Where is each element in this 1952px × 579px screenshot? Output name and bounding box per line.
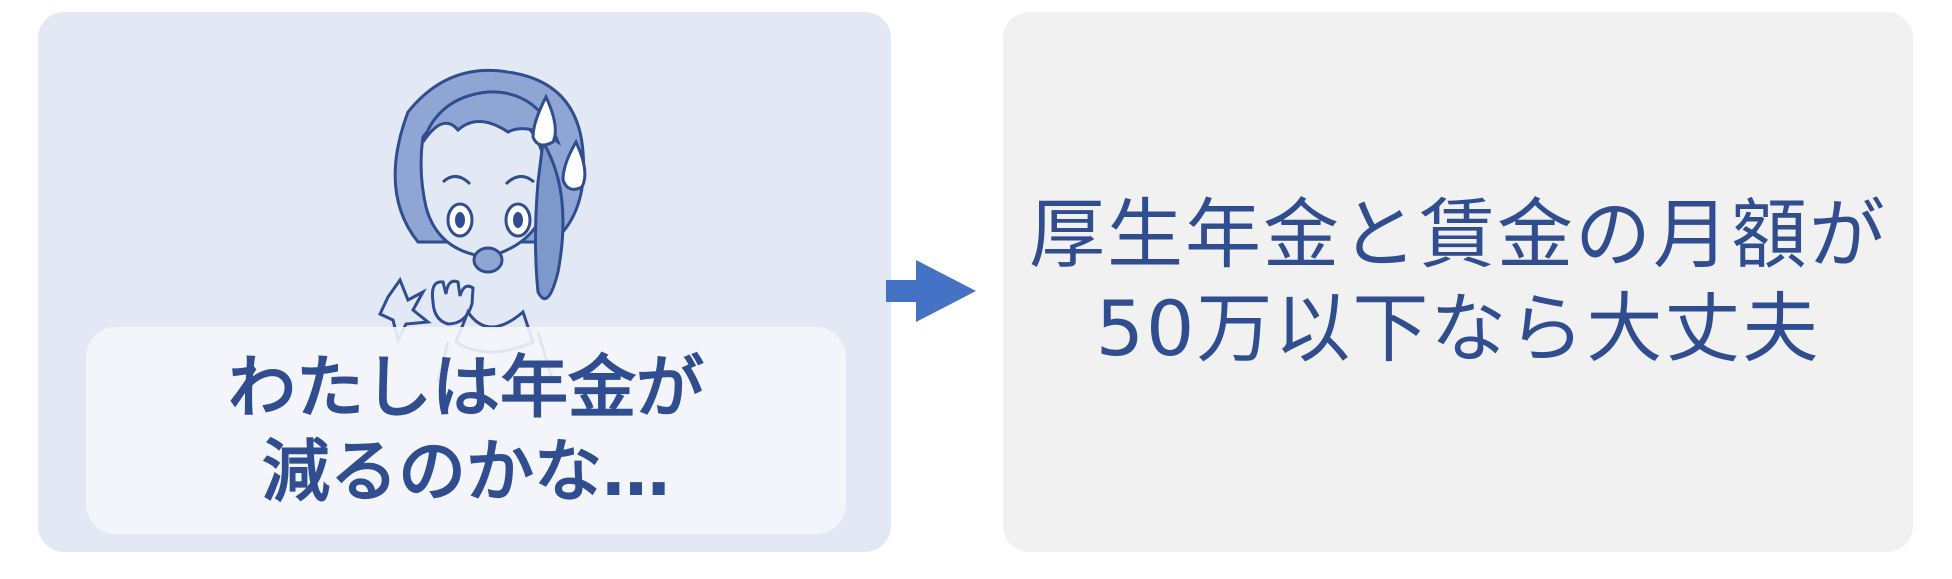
answer-panel: 厚生年金と賃金の月額が 50万以下なら大丈夫 [1003,12,1913,552]
right-arrow-icon [886,260,976,322]
caption-line-1: わたしは年金が [227,348,704,428]
speech-caption-box: わたしは年金が 減るのかな… [86,327,846,534]
answer-text: 厚生年金と賃金の月額が 50万以下なら大丈夫 [1003,12,1913,552]
answer-line-2: 50万以下なら大丈夫 [1095,284,1821,373]
speech-panel: わたしは年金が 減るのかな… [38,12,891,552]
worried-woman-illustration [377,68,587,382]
caption-line-2: 減るのかな… [261,432,670,512]
answer-line-1: 厚生年金と賃金の月額が [1029,190,1887,279]
